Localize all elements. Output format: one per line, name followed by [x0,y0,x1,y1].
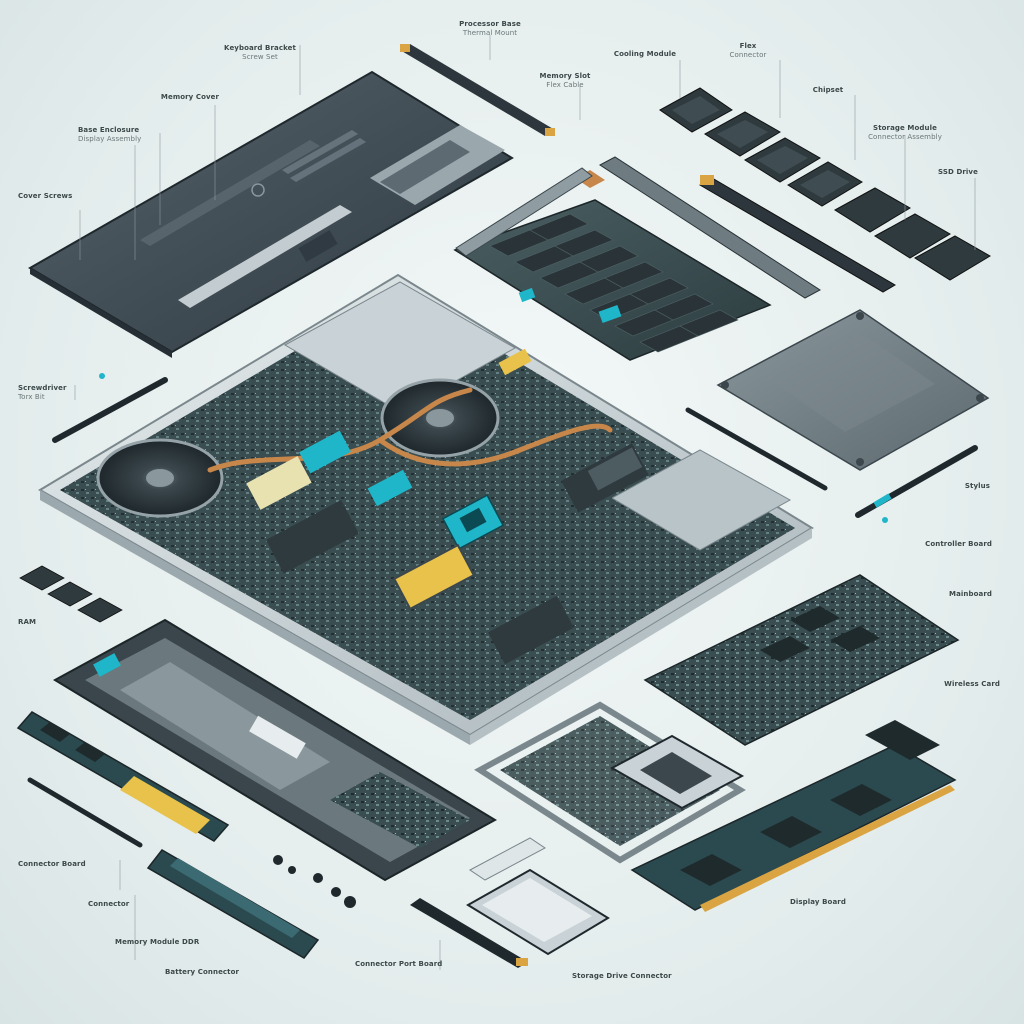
ram-stick-left [16,711,230,842]
label-ssd-drive: SSD Drive [938,168,978,176]
label-memory-module: Memory Module DDR [115,938,200,946]
cover-screw-strip [400,44,555,136]
mainboard [643,574,960,746]
ram-stick-right [630,720,957,912]
screwdriver-right [685,407,828,491]
flash-label-strip [469,837,546,881]
bottom-cover [28,70,514,358]
cpu-shield-plate [283,281,517,413]
label-wireless-card: Wireless Card [944,680,1000,688]
label-cooling-module: Cooling Module [613,50,677,58]
cover-plate [716,309,990,471]
flex-strip-bottom [410,898,528,968]
label-connector: Connector [88,900,130,908]
label-ram: RAM [18,618,37,626]
label-memory-cover: Memory Cover [160,93,220,101]
small-screws [99,373,888,908]
label-display-board: Display Board [790,898,846,906]
board-frame [474,701,746,864]
battery-bay-plate [610,449,792,551]
label-mainboard: Mainboard [949,590,992,598]
ram-stick-bottom [146,849,320,959]
chassis-chips [246,348,649,665]
leader-lines [74,35,976,970]
ram-bank-top [453,199,772,361]
label-port-board: Connector Port Board [355,960,443,968]
label-chipset: Chipset [812,86,844,94]
battery-pack [52,618,498,882]
laptop-chassis [38,273,814,745]
label-storage-drive-connector: Storage Drive Connector [572,972,672,980]
label-stylus: Stylus [964,482,990,490]
ssd-card [466,868,610,956]
label-connector-board: Connector Board [18,860,86,868]
small-chips-left [19,565,123,623]
left-rail-strip [455,167,593,257]
screwdriver-left [52,377,168,443]
memory-chips-row [659,87,991,281]
label-cover-screws: Cover Screws [18,192,73,200]
fan-left-icon [96,438,224,518]
label-controller-board: Controller Board [925,540,992,548]
screwdriver-bottom [27,777,143,848]
heatpipe-strip [575,156,896,299]
label-battery-connector: Battery Connector [165,968,240,976]
stylus [855,445,978,518]
heatpipes [207,387,613,473]
fan-right-icon [380,378,500,458]
